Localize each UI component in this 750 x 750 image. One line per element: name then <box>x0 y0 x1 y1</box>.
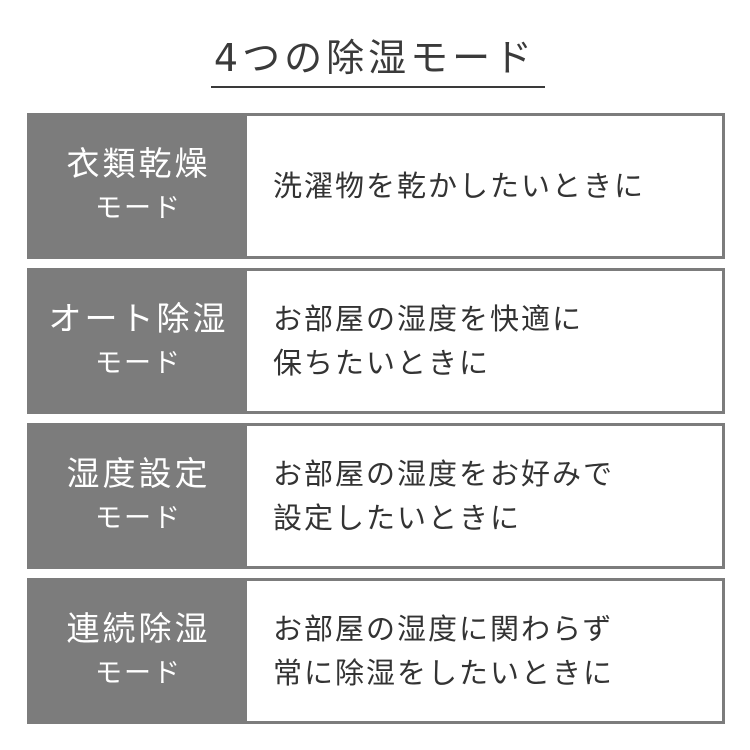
mode-description-line-1: お部屋の湿度に関わらず <box>273 612 614 646</box>
mode-row-clothes-drying: 衣類乾燥 モード 洗濯物を乾かしたいときに <box>27 113 725 259</box>
mode-suffix: モード <box>95 503 182 534</box>
page-title: 4つの除湿モード <box>213 36 537 80</box>
mode-description-line-2: 設定したいときに <box>273 501 522 535</box>
mode-description: お部屋の湿度をお好みで 設定したいときに <box>247 426 722 566</box>
mode-description: お部屋の湿度を快適に 保ちたいときに <box>247 271 722 411</box>
mode-description-line-1: お部屋の湿度をお好みで <box>273 457 615 491</box>
mode-description-line-1: お部屋の湿度を快適に <box>273 302 584 336</box>
mode-label: 湿度設定 モード <box>30 426 247 566</box>
mode-description-line-2: 常に除湿をしたいときに <box>273 656 615 690</box>
mode-name: オート除湿 <box>48 299 229 338</box>
mode-label: 衣類乾燥 モード <box>30 116 247 256</box>
title-underline <box>211 86 545 88</box>
mode-name: 湿度設定 <box>66 454 211 493</box>
mode-suffix: モード <box>95 348 182 379</box>
mode-label: 連続除湿 モード <box>30 581 247 721</box>
mode-description-line-1: 洗濯物を乾かしたいときに <box>273 169 646 203</box>
mode-label: オート除湿 モード <box>30 271 247 411</box>
mode-description: 洗濯物を乾かしたいときに <box>247 116 722 256</box>
mode-suffix: モード <box>95 658 182 689</box>
mode-name: 衣類乾燥 <box>66 144 211 183</box>
mode-row-humidity-setting: 湿度設定 モード お部屋の湿度をお好みで 設定したいときに <box>27 423 725 569</box>
mode-row-auto-dehumidify: オート除湿 モード お部屋の湿度を快適に 保ちたいときに <box>27 268 725 414</box>
mode-description-line-2: 保ちたいときに <box>273 346 491 380</box>
mode-description: お部屋の湿度に関わらず 常に除湿をしたいときに <box>247 581 722 721</box>
mode-suffix: モード <box>95 193 182 224</box>
mode-list: 衣類乾燥 モード 洗濯物を乾かしたいときに オート除湿 モード お部屋の湿度を快… <box>27 113 725 724</box>
mode-name: 連続除湿 <box>66 609 211 648</box>
mode-row-continuous-dehumidify: 連続除湿 モード お部屋の湿度に関わらず 常に除湿をしたいときに <box>27 578 725 724</box>
